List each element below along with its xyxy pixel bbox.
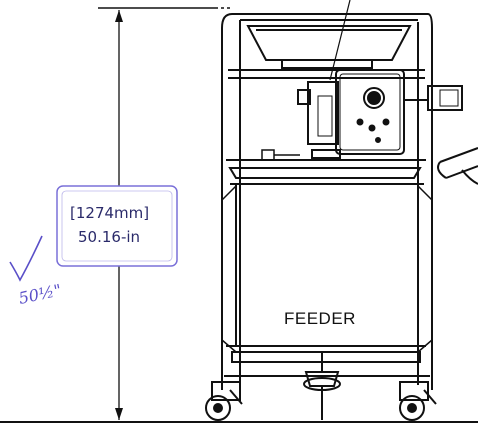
handwritten-note: 50½": [17, 280, 63, 308]
dimension-imperial: 50.16-in: [78, 228, 140, 246]
leader-line: [329, 0, 351, 81]
feeder-frame: [221, 13, 433, 390]
dimension-callout: [1274mm] 50.16-in: [56, 185, 178, 267]
feeder-label: FEEDER: [284, 309, 356, 328]
control-box: [404, 85, 463, 111]
caster-wheel-left: [205, 381, 243, 421]
dimension-metric: [1274mm]: [70, 204, 149, 222]
handwritten-check-icon: [9, 235, 43, 282]
discharge-chute: [437, 147, 478, 185]
drive-motor-unit: [297, 69, 405, 159]
caster-wheel-right: [399, 381, 437, 421]
tray-detail: [261, 149, 300, 161]
center-leveling-foot: [303, 352, 341, 420]
